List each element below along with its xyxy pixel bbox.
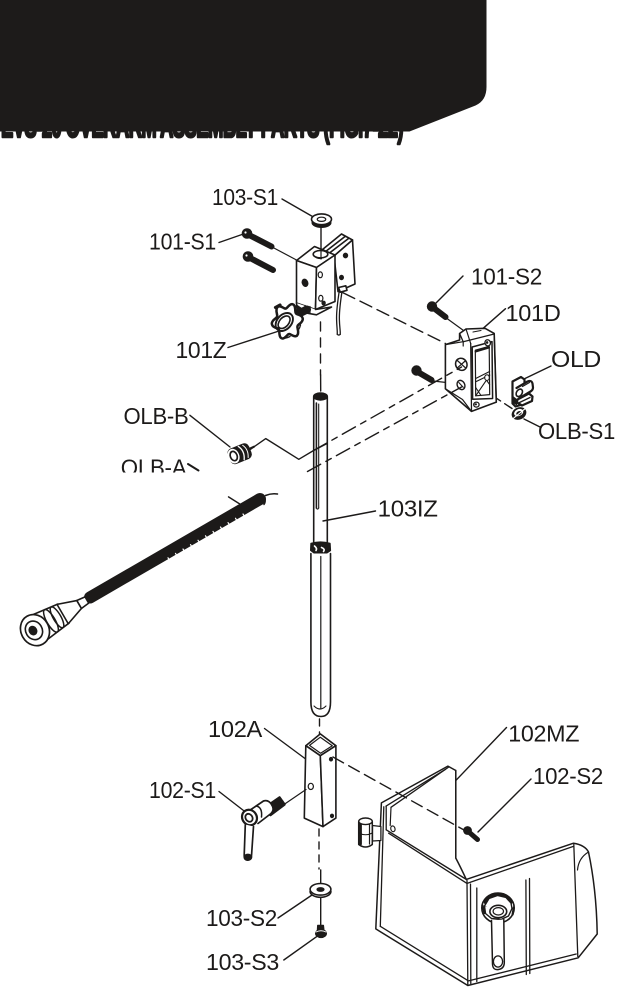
- svg-text:102A: 102A: [208, 716, 263, 742]
- svg-text:101Z: 101Z: [176, 337, 227, 363]
- svg-text:OLB-B: OLB-B: [124, 403, 189, 429]
- svg-text:103-S1: 103-S1: [212, 184, 278, 210]
- svg-text:102-S2: 102-S2: [533, 763, 603, 789]
- svg-text:101-S2: 101-S2: [471, 263, 542, 289]
- svg-text:OLB-S1: OLB-S1: [538, 418, 615, 444]
- svg-text:OLD: OLD: [551, 346, 601, 372]
- svg-text:101D: 101D: [506, 300, 561, 326]
- svg-text:102-S1: 102-S1: [149, 777, 216, 803]
- svg-text:103-S2: 103-S2: [206, 905, 277, 931]
- svg-text:103-S3: 103-S3: [206, 949, 279, 975]
- svg-text:102MZ: 102MZ: [508, 720, 579, 746]
- svg-text:101-S1: 101-S1: [149, 228, 216, 254]
- svg-text:103IZ: 103IZ: [378, 495, 438, 521]
